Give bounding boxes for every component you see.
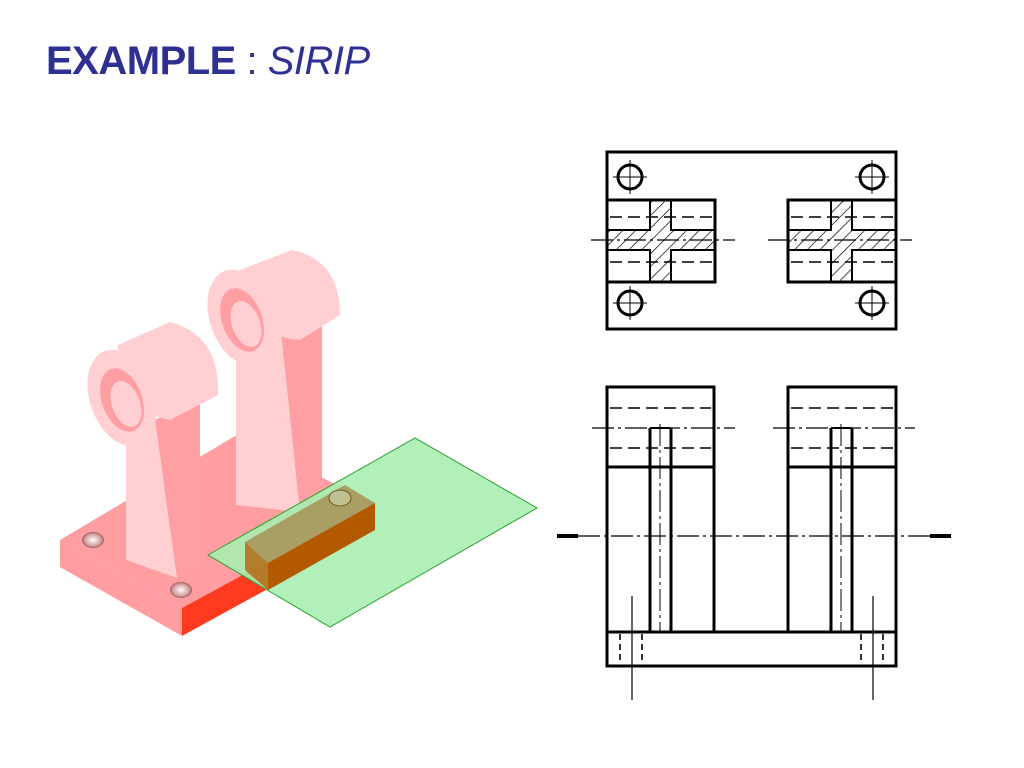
title-separator: : xyxy=(235,39,268,83)
title-part-name: SIRIP xyxy=(267,39,370,83)
cut-rib-front xyxy=(268,503,375,590)
top-hole-br xyxy=(855,286,889,320)
title-keyword: EXAMPLE xyxy=(46,39,236,83)
top-left-boss xyxy=(605,198,717,284)
top-view xyxy=(591,150,912,331)
base-left-face xyxy=(60,540,182,636)
slide-title: EXAMPLE : SIRIP xyxy=(46,36,370,86)
base-hole-front xyxy=(170,582,192,598)
section-plane xyxy=(207,437,539,628)
front-left-post xyxy=(605,385,716,632)
cut-rib-hole xyxy=(328,489,352,507)
front-base-holes xyxy=(619,596,884,700)
top-right-boss xyxy=(786,198,898,284)
isometric-view xyxy=(60,250,539,636)
post-front xyxy=(87,322,219,578)
base-hole-left xyxy=(82,532,104,548)
top-hole-tl xyxy=(613,160,647,194)
cut-rib-left xyxy=(245,542,268,590)
top-hole-bl xyxy=(613,286,647,320)
front-right-post xyxy=(786,385,898,632)
top-hole-tr xyxy=(855,160,889,194)
front-view xyxy=(557,385,951,700)
front-base-plate xyxy=(605,630,898,668)
post-back xyxy=(207,250,340,512)
